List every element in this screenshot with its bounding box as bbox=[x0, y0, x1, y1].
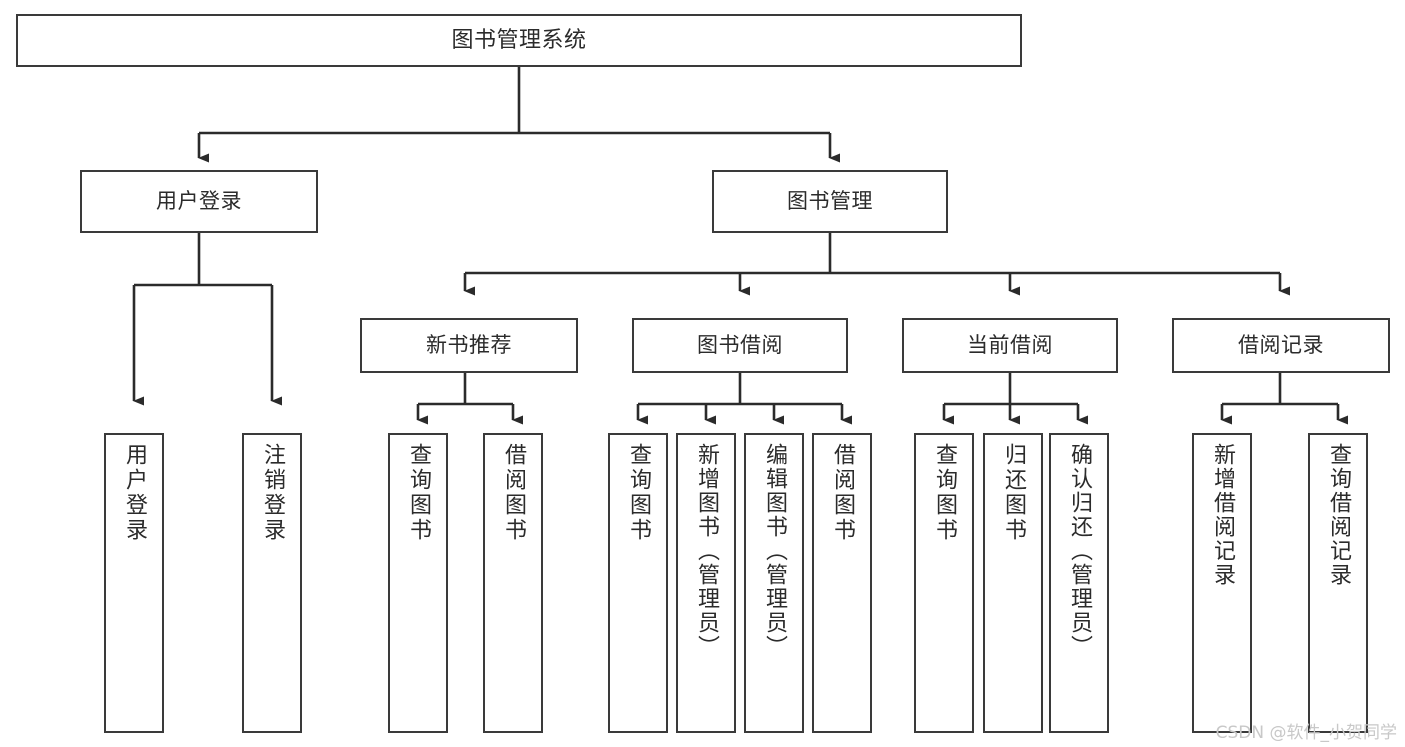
leaf-confirm-return-admin[interactable]: 确认归还（管理员） bbox=[1049, 433, 1109, 733]
node-label: 查询图书 bbox=[406, 443, 431, 543]
leaf-query-book-current[interactable]: 查询图书 bbox=[914, 433, 974, 733]
node-label: 新增图书（管理员） bbox=[694, 443, 719, 659]
node-current-borrow[interactable]: 当前借阅 bbox=[902, 318, 1118, 373]
leaf-add-book-admin[interactable]: 新增图书（管理员） bbox=[676, 433, 736, 733]
node-book-management[interactable]: 图书管理 bbox=[712, 170, 948, 233]
node-user-login[interactable]: 用户登录 bbox=[80, 170, 318, 233]
node-new-book-recommend[interactable]: 新书推荐 bbox=[360, 318, 578, 373]
node-book-borrow[interactable]: 图书借阅 bbox=[632, 318, 848, 373]
node-label: 查询图书 bbox=[932, 443, 957, 543]
leaf-logout[interactable]: 注销登录 bbox=[242, 433, 302, 733]
node-label: 编辑图书（管理员） bbox=[762, 443, 787, 659]
node-label: 借阅图书 bbox=[501, 443, 526, 543]
leaf-query-borrow-record[interactable]: 查询借阅记录 bbox=[1308, 433, 1368, 733]
node-label: 注销登录 bbox=[260, 443, 285, 543]
node-label: 用户登录 bbox=[122, 443, 147, 543]
node-label: 新书推荐 bbox=[426, 333, 512, 358]
leaf-query-book-borrow[interactable]: 查询图书 bbox=[608, 433, 668, 733]
leaf-user-login[interactable]: 用户登录 bbox=[104, 433, 164, 733]
leaf-borrow-book-recommend[interactable]: 借阅图书 bbox=[483, 433, 543, 733]
leaf-query-book-recommend[interactable]: 查询图书 bbox=[388, 433, 448, 733]
leaf-add-borrow-record[interactable]: 新增借阅记录 bbox=[1192, 433, 1252, 733]
watermark: CSDN @软件_小贺同学 bbox=[1215, 723, 1397, 743]
node-label: 借阅记录 bbox=[1238, 333, 1324, 358]
node-label: 查询图书 bbox=[626, 443, 651, 543]
node-label: 借阅图书 bbox=[830, 443, 855, 543]
node-label: 用户登录 bbox=[156, 189, 242, 214]
leaf-borrow-book[interactable]: 借阅图书 bbox=[812, 433, 872, 733]
leaf-return-book[interactable]: 归还图书 bbox=[983, 433, 1043, 733]
node-label: 查询借阅记录 bbox=[1326, 443, 1351, 587]
node-label: 新增借阅记录 bbox=[1210, 443, 1235, 587]
node-label: 当前借阅 bbox=[967, 333, 1053, 358]
node-label: 归还图书 bbox=[1001, 443, 1026, 543]
node-label: 确认归还（管理员） bbox=[1067, 443, 1092, 659]
node-borrow-record[interactable]: 借阅记录 bbox=[1172, 318, 1390, 373]
node-root-system[interactable]: 图书管理系统 bbox=[16, 14, 1022, 67]
node-label: 图书借阅 bbox=[697, 333, 783, 358]
node-label: 图书管理系统 bbox=[451, 27, 587, 53]
node-label: 图书管理 bbox=[787, 189, 873, 214]
leaf-edit-book-admin[interactable]: 编辑图书（管理员） bbox=[744, 433, 804, 733]
